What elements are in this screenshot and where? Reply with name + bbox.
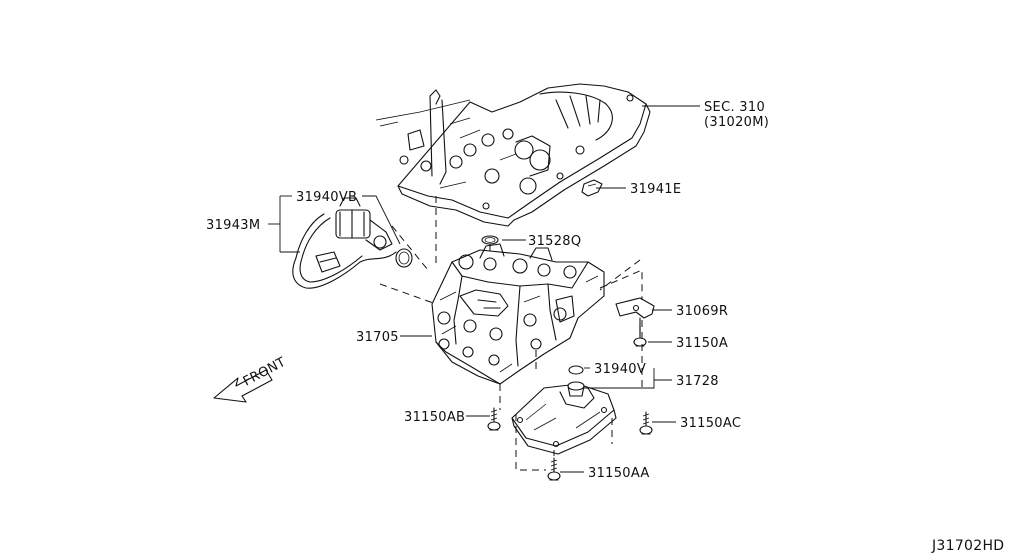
- leader-lines: [268, 105, 700, 473]
- label-31150AB: 31150AB: [404, 410, 465, 425]
- solenoid-harness-drawing: [292, 197, 413, 289]
- label-31728: 31728: [676, 374, 719, 389]
- transmission-case-drawing: [375, 83, 651, 227]
- assembly-guide-lines: [379, 196, 643, 471]
- label-31705: 31705: [356, 330, 399, 345]
- small-parts-drawing: [481, 179, 655, 481]
- front-direction-arrow: [213, 369, 273, 403]
- label-31941E: 31941E: [630, 182, 681, 197]
- label-sec310-sub: (31020M): [704, 115, 769, 130]
- label-sec310: SEC. 310: [704, 100, 765, 115]
- label-31150AC: 31150AC: [680, 416, 741, 431]
- diagram-reference-code: J31702HD: [931, 538, 1004, 554]
- control-valve-body-drawing: [431, 243, 605, 385]
- label-31150A: 31150A: [676, 336, 728, 351]
- label-31943M: 31943M: [206, 218, 260, 233]
- label-31150AA: 31150AA: [588, 466, 650, 481]
- label-31069R: 31069R: [676, 304, 728, 319]
- label-31528Q: 31528Q: [528, 234, 581, 249]
- label-31940VB: 31940VB: [296, 190, 357, 205]
- label-31940V: 31940V: [594, 362, 646, 377]
